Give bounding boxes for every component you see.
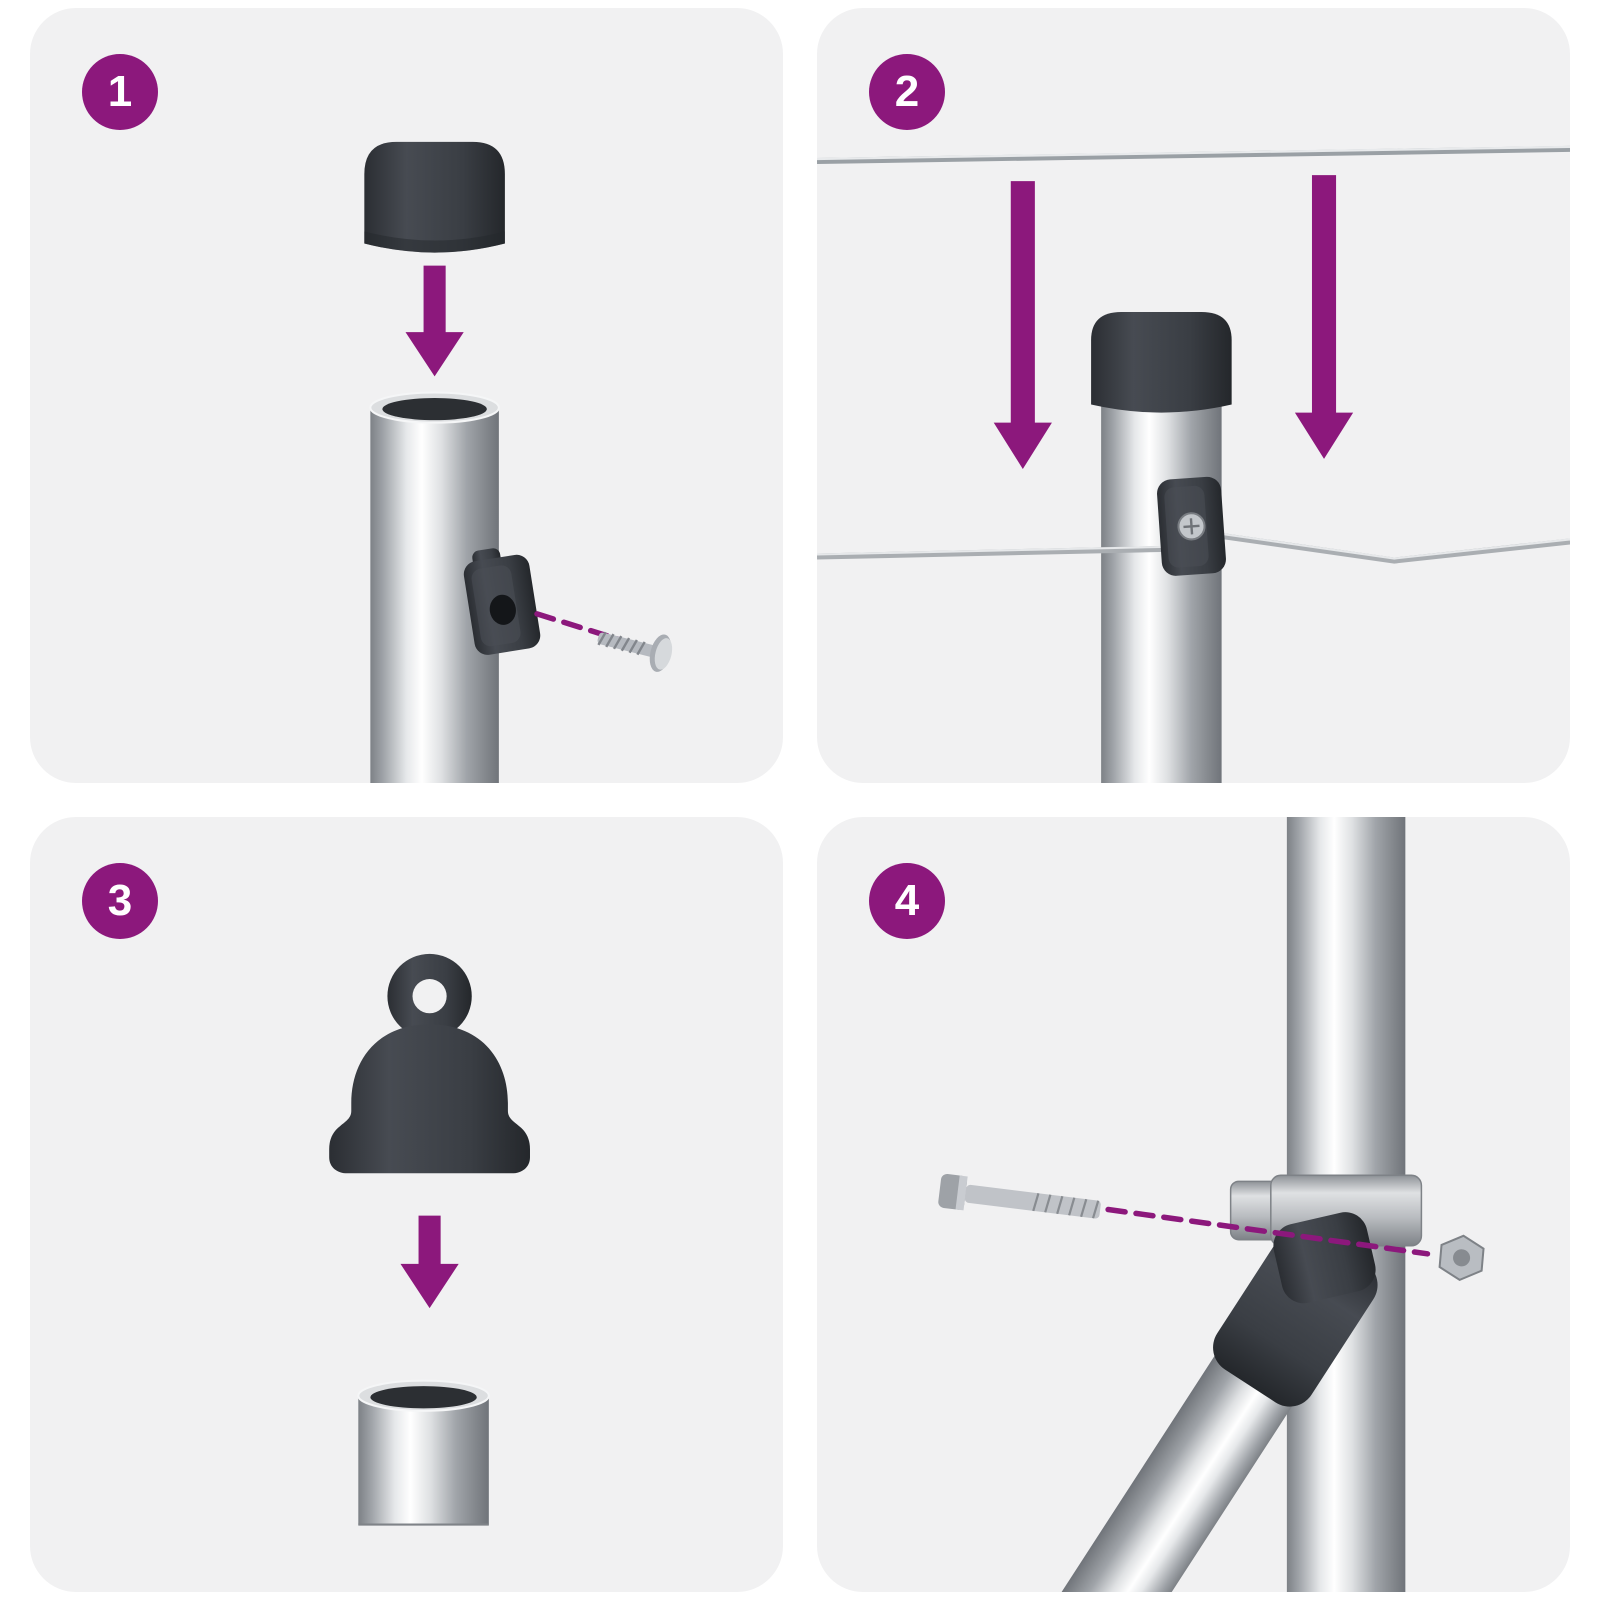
down-arrow-right-icon (1294, 175, 1354, 459)
post-cap-icon (1091, 311, 1232, 413)
bolt-icon (938, 1173, 1101, 1219)
step-badge: 4 (869, 863, 945, 939)
step-4-illustration (938, 817, 1485, 1592)
bolt-guide-line (1105, 1206, 1431, 1257)
step-panel-1: 1 (30, 8, 783, 783)
step-number: 2 (894, 67, 920, 116)
post-cap-icon (364, 141, 505, 253)
step-3-illustration (329, 953, 530, 1526)
wire-clamp-icon (463, 548, 541, 655)
eyelet-cap-icon (329, 953, 530, 1174)
step-badge: 2 (869, 54, 945, 130)
step-badge: 1 (82, 54, 158, 130)
lower-wire-icon (817, 530, 1570, 564)
down-arrow-icon (400, 1215, 459, 1309)
post-icon (357, 1379, 490, 1526)
step-number: 1 (107, 67, 133, 116)
elbow-connector-icon (1213, 1212, 1378, 1407)
step-number: 3 (107, 876, 133, 925)
screw-icon (597, 631, 673, 672)
step-panel-4: 4 (817, 817, 1570, 1592)
hex-nut-icon (1438, 1234, 1485, 1282)
step-badge: 3 (82, 863, 158, 939)
step-panel-2: 2 (817, 8, 1570, 783)
step-1-illustration (364, 141, 673, 783)
down-arrow-icon (405, 265, 464, 377)
step-2-illustration (817, 145, 1570, 783)
post-icon (1101, 396, 1222, 783)
wire-clamp-icon (1157, 476, 1226, 576)
top-wire-icon (817, 145, 1570, 165)
step-panel-3: 3 (30, 817, 783, 1592)
step-number: 4 (894, 876, 920, 925)
down-arrow-left-icon (993, 181, 1052, 469)
screw-guide-line (534, 611, 631, 645)
